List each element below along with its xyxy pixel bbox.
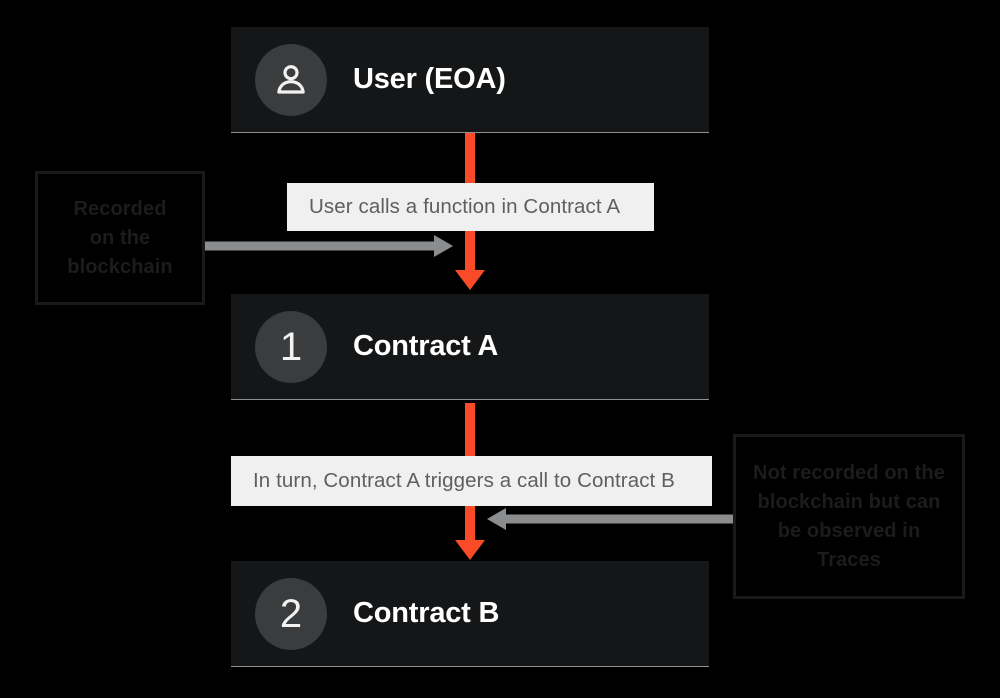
step-number-badge: 1 [255,310,327,383]
connector-arrow-recorded [205,235,453,257]
annotation-line: blockchain but can [757,490,941,513]
annotation-line: on the [89,226,151,249]
node-label: Contract B [353,597,500,629]
arrow-head [455,540,485,560]
annotation-line: be observed in [777,519,921,542]
edge-label-text: User calls a function in Contract A [309,195,621,218]
annotation-line: Traces [816,548,881,571]
annotation-line: Recorded [73,197,167,220]
annotation-recorded-on-blockchain: Recorded on the blockchain [35,171,205,305]
edge-label-contract-a-to-contract-b: In turn, Contract A triggers a call to C… [231,456,712,506]
step-number-badge: 2 [255,577,327,650]
annotation-text: Recorded on the blockchain [67,195,172,282]
annotation-line: blockchain [67,255,173,278]
annotation-line: Not recorded on the [753,461,945,484]
node-contract-b[interactable]: 2 Contract B [231,561,709,667]
edge-label-user-to-contract-a: User calls a function in Contract A [287,183,654,231]
node-user[interactable]: User (EOA) [231,27,709,133]
connector-arrow-not-recorded [487,508,735,530]
node-label: Contract A [353,330,499,362]
annotation-text: Not recorded on the blockchain but can b… [753,459,945,575]
arrow-head [455,270,485,290]
node-contract-a[interactable]: 1 Contract A [231,294,709,400]
person-icon [255,43,327,116]
node-label: User (EOA) [353,63,506,95]
connector-shaft [205,241,435,251]
edge-label-text: In turn, Contract A triggers a call to C… [253,469,675,492]
connector-arrowhead [434,235,453,257]
annotation-not-recorded-on-blockchain: Not recorded on the blockchain but can b… [733,434,965,599]
connector-arrowhead [487,508,506,530]
connector-shaft [505,514,735,524]
